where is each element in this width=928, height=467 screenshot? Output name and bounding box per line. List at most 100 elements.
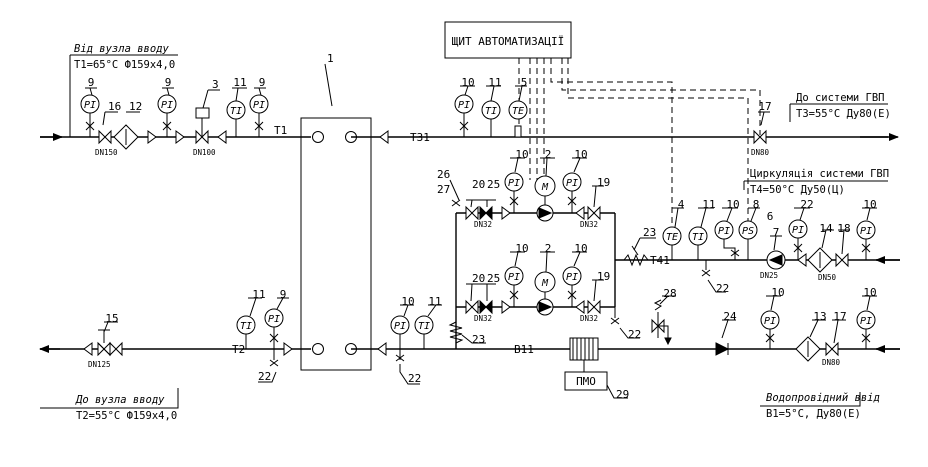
svg-text:10: 10 <box>863 286 876 299</box>
svg-text:TI: TI <box>240 321 252 332</box>
svg-text:PI: PI <box>268 314 280 325</box>
svg-text:18: 18 <box>837 222 850 235</box>
svg-text:17: 17 <box>758 100 771 113</box>
svg-text:ПМО: ПМО <box>576 375 596 388</box>
pmo-box <box>564 371 608 391</box>
svg-text:8: 8 <box>753 198 760 211</box>
svg-text:DN80: DN80 <box>751 148 770 157</box>
t31-instruments: PI 10 TI 11 TE 5 17 DN80 <box>454 76 772 157</box>
svg-text:22: 22 <box>628 328 641 341</box>
svg-text:25: 25 <box>487 272 500 285</box>
svg-text:PI: PI <box>566 178 578 189</box>
caption-t4-spec: Т4=50°С Ду50(Ц) <box>750 184 845 196</box>
t2-instruments: 15 DN125 Т2 TI 11 PI 9 22 <box>83 288 293 383</box>
svg-text:11: 11 <box>252 288 265 301</box>
label-t1: Т1 <box>274 124 287 137</box>
svg-text:19: 19 <box>597 270 610 283</box>
svg-text:22: 22 <box>716 282 729 295</box>
t4-instruments: TE 4 TI 11 22 PI 10 PS 8 7 6 DN25 PI 22 <box>662 198 877 295</box>
label-b11: В11 <box>514 343 534 356</box>
svg-text:TE: TE <box>666 232 678 243</box>
caption-t3-spec: Т3=55°С Ду80(Е) <box>796 108 891 120</box>
caption-water-inlet: Водопровідний ввід <box>766 392 880 404</box>
svg-text:14: 14 <box>819 222 833 235</box>
svg-text:5: 5 <box>521 76 528 89</box>
svg-text:PI: PI <box>764 316 776 327</box>
svg-text:PI: PI <box>792 225 804 236</box>
pump-lower: 20 25 DN32 PI 10 M 2 PI 10 19 DN32 <box>465 242 610 323</box>
heat-exchanger <box>300 117 372 371</box>
svg-text:22: 22 <box>258 370 271 383</box>
svg-text:PI: PI <box>860 226 872 237</box>
svg-text:23: 23 <box>643 226 656 239</box>
t1-instruments: PI 9 16 DN150 12 PI 9 3 DN100 TI <box>80 76 269 157</box>
svg-text:PI: PI <box>161 100 173 111</box>
svg-text:2: 2 <box>545 242 552 255</box>
svg-text:PI: PI <box>860 316 872 327</box>
svg-text:23: 23 <box>472 333 485 346</box>
label-t2: Т2 <box>232 343 245 356</box>
svg-text:9: 9 <box>88 76 95 89</box>
b11-instruments: PI 10 TI 11 22 ПМО 29 28 24 PI <box>390 286 877 401</box>
svg-text:29: 29 <box>616 388 629 401</box>
svg-text:20: 20 <box>472 178 485 191</box>
svg-text:4: 4 <box>678 198 685 211</box>
svg-text:13: 13 <box>813 310 826 323</box>
label-t31: Т31 <box>410 131 430 144</box>
svg-text:17: 17 <box>833 310 846 323</box>
svg-text:15: 15 <box>105 312 118 325</box>
svg-text:20: 20 <box>472 272 485 285</box>
svg-text:TI: TI <box>230 106 242 117</box>
signal-lines <box>518 58 761 225</box>
svg-text:10: 10 <box>461 76 474 89</box>
svg-text:24: 24 <box>723 310 737 323</box>
pump-group-frame <box>455 212 616 349</box>
caption-dhw-circ: Циркуляція системи ГВП <box>750 168 889 180</box>
svg-text:TI: TI <box>418 321 430 332</box>
svg-text:10: 10 <box>863 198 876 211</box>
svg-text:12: 12 <box>129 100 142 113</box>
svg-text:10: 10 <box>726 198 739 211</box>
svg-text:9: 9 <box>280 288 287 301</box>
svg-text:DN32: DN32 <box>474 220 492 229</box>
svg-text:9: 9 <box>259 76 266 89</box>
svg-text:M: M <box>541 182 549 193</box>
svg-text:7: 7 <box>773 226 780 239</box>
pos-1: 1 <box>327 52 334 65</box>
svg-text:26: 26 <box>437 168 450 181</box>
svg-text:6: 6 <box>767 210 774 223</box>
svg-text:PI: PI <box>84 100 96 111</box>
svg-text:DN32: DN32 <box>580 220 598 229</box>
svg-text:DN125: DN125 <box>88 360 111 369</box>
svg-text:3: 3 <box>212 78 219 91</box>
svg-text:M: M <box>541 278 549 289</box>
svg-text:DN50: DN50 <box>818 273 837 282</box>
caption-b1-spec: В1=5°С, Ду80(Е) <box>766 408 861 420</box>
svg-text:27: 27 <box>437 183 450 196</box>
svg-text:2: 2 <box>545 148 552 161</box>
automation-panel-box <box>444 21 572 59</box>
svg-text:9: 9 <box>165 76 172 89</box>
svg-text:TI: TI <box>485 106 497 117</box>
svg-text:22: 22 <box>408 372 421 385</box>
svg-text:10: 10 <box>574 148 587 161</box>
caption-t2-spec: Т2=55°С Ф159х4,0 <box>76 410 177 422</box>
caption-to-inlet: До вузла вводу <box>75 394 165 406</box>
svg-text:DN150: DN150 <box>95 148 118 157</box>
svg-text:PS: PS <box>742 226 754 237</box>
svg-text:11: 11 <box>488 76 501 89</box>
svg-text:10: 10 <box>401 295 414 308</box>
svg-text:PI: PI <box>253 100 265 111</box>
svg-text:10: 10 <box>771 286 784 299</box>
svg-text:DN100: DN100 <box>193 148 216 157</box>
svg-text:11: 11 <box>428 295 441 308</box>
automation-panel-title: ЩИТ АВТОМАТИЗАЦІЇ <box>452 35 565 48</box>
svg-text:25: 25 <box>487 178 500 191</box>
svg-text:16: 16 <box>108 100 121 113</box>
svg-text:19: 19 <box>597 176 610 189</box>
svg-text:10: 10 <box>515 148 528 161</box>
caption-from-inlet: Від вузла вводу <box>74 43 170 55</box>
caption-to-dhw: До системи ГВП <box>796 92 885 104</box>
